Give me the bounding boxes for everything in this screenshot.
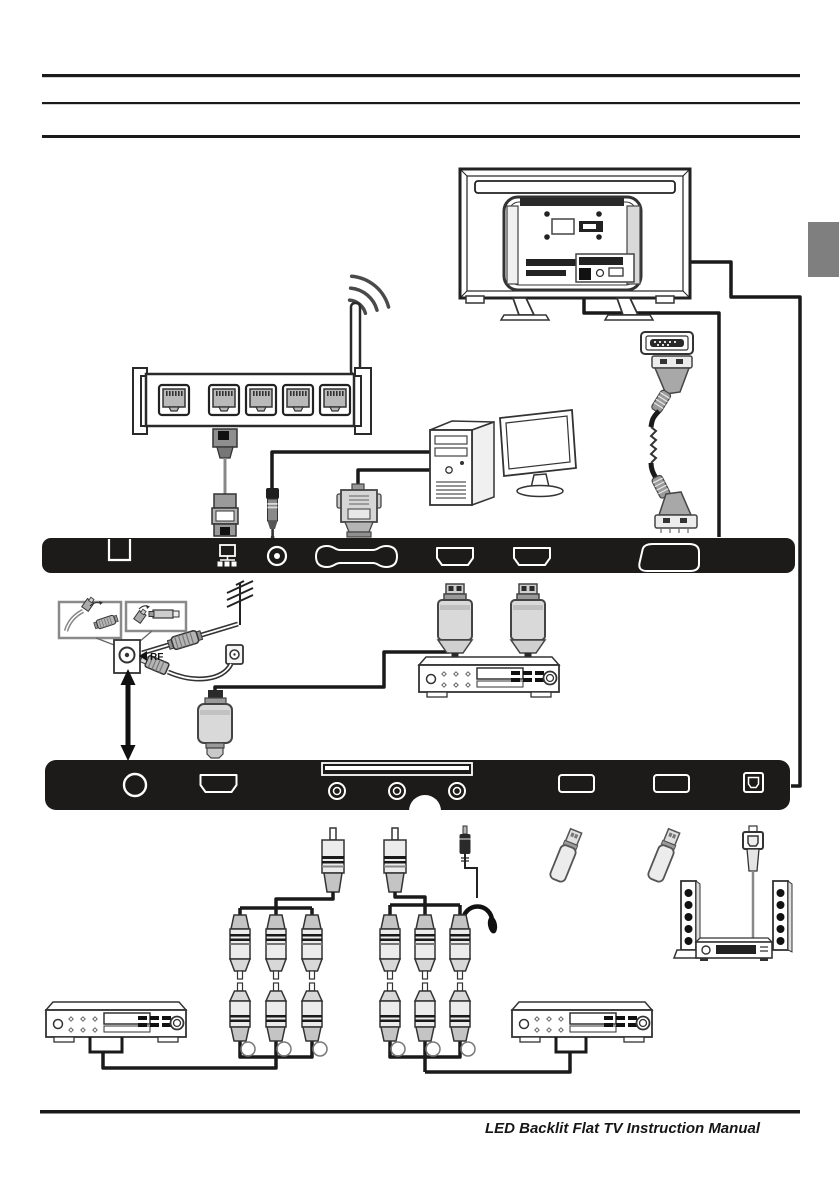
optical-audio-port — [743, 772, 764, 793]
chapter-edge-tab — [808, 222, 839, 277]
dvd-player-bottom-right — [511, 1001, 653, 1043]
dvd-player-middle — [418, 656, 560, 698]
dvd-player-bottom-left — [45, 1001, 187, 1043]
side-connector-panel — [42, 538, 795, 573]
dvd-right-bracket — [554, 1037, 588, 1054]
aerial-antenna-icon — [226, 580, 254, 625]
router-lan-port-1 — [157, 383, 191, 417]
vga-cable — [336, 468, 432, 538]
router-lan-port-5 — [318, 383, 352, 417]
vga-port — [314, 544, 399, 569]
rca-jack-audio-l — [388, 782, 406, 800]
rca-column-right-3 — [449, 914, 471, 1042]
usb-port-2 — [653, 774, 690, 793]
av-amplifier — [694, 937, 774, 961]
antenna-rf-port — [122, 772, 148, 798]
tv-rear-view — [458, 167, 692, 321]
optical-cable — [742, 825, 764, 940]
rf-socket — [113, 639, 141, 674]
usb-port-1 — [558, 774, 595, 793]
rca-column-right-1 — [379, 914, 401, 1042]
tv-speaker-bar — [474, 180, 676, 194]
hdmi-cable-1 — [437, 583, 473, 660]
wireless-router — [132, 274, 391, 435]
rf-label-text: RF — [150, 652, 163, 663]
computer-monitor — [499, 409, 577, 498]
rca-column-left-3 — [301, 914, 323, 1042]
audio-in-jack — [266, 545, 288, 567]
tv-stands — [499, 297, 655, 321]
rf-label: RF — [139, 651, 163, 663]
rca-plug-2 — [383, 827, 407, 893]
router-lan-port-2 — [207, 383, 241, 417]
tv-label-plate — [551, 218, 575, 235]
coax-adapter-inset-2 — [124, 600, 188, 633]
tv-connector-cluster — [575, 253, 635, 283]
rca-jack-video — [328, 782, 346, 800]
rf-wall-socket — [225, 644, 244, 665]
pc-audio-cable — [266, 450, 432, 539]
footer-text: LED Backlit Flat TV Instruction Manual — [484, 1120, 760, 1137]
card-slot-notch — [107, 539, 132, 562]
ethernet-cable — [211, 428, 239, 537]
dvd-left-bracket — [88, 1037, 124, 1054]
rca-column-right-2 — [414, 914, 436, 1042]
header-rules — [42, 74, 800, 138]
hdmi-dongle — [197, 650, 449, 759]
router-lan-port-3 — [244, 383, 278, 417]
double-arrow — [120, 669, 136, 761]
rca-harness-wires — [101, 892, 572, 1074]
lan-port-icon — [217, 544, 237, 567]
bottom-connector-panel — [45, 760, 790, 827]
av-label-bar — [321, 762, 473, 776]
scart-cable — [640, 331, 698, 533]
footer-rule — [40, 1110, 800, 1114]
desktop-computer — [429, 409, 577, 507]
router-antenna — [349, 301, 362, 377]
antenna-coax-cable — [141, 621, 239, 656]
scart-port — [638, 543, 700, 572]
wall-coax-cable — [139, 654, 234, 682]
left-triangle-icon — [139, 651, 147, 661]
jack-outline-circles — [240, 1041, 476, 1057]
usb-flash-drive-2 — [645, 827, 683, 885]
panel-notch — [409, 795, 441, 827]
coax-adapter-inset-1 — [57, 596, 123, 640]
home-theater-speakers — [672, 880, 793, 961]
usb-flash-drive-1 — [547, 827, 585, 885]
rca-column-left-2 — [265, 914, 287, 1042]
rca-column-left-1 — [229, 914, 251, 1042]
rca-jack-audio-r — [448, 782, 466, 800]
rca-plug-1 — [321, 827, 345, 893]
router-lan-port-4 — [281, 383, 315, 417]
hdmi-cable-2 — [510, 583, 546, 660]
